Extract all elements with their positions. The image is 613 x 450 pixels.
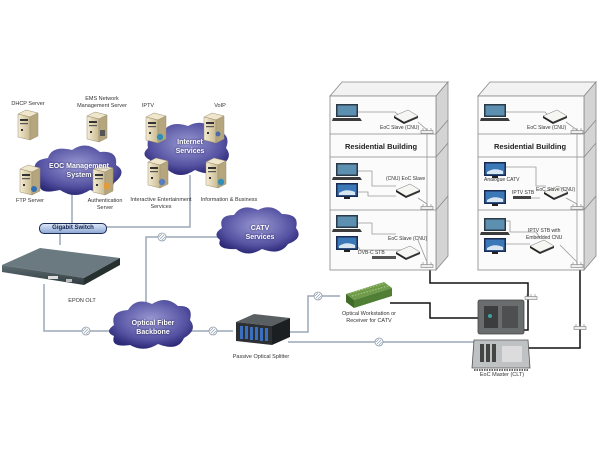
interactive-label-line2: Services xyxy=(150,204,172,210)
voip-label: VoIP xyxy=(214,103,226,109)
eoc-management-label: EOC Management System xyxy=(44,162,114,180)
ems-server-icon xyxy=(86,111,108,143)
passive-splitter-device xyxy=(236,314,290,345)
eoc-master-label: EoC Master (CLT) xyxy=(479,372,525,378)
interactive-server-icon xyxy=(147,157,169,189)
eoc-master-device xyxy=(471,299,531,371)
building2-top-slave-label: EoC Slave (CNU) xyxy=(527,125,567,131)
coax-splitter-icon xyxy=(524,293,538,300)
embedded-cnu-line1: IPTV STB with xyxy=(527,228,561,234)
fiber-connector-icon xyxy=(157,232,167,242)
iptv-label: IPTV xyxy=(141,103,155,109)
building1-title: Residential Building xyxy=(345,142,418,151)
fiber-connector-icon xyxy=(374,337,384,347)
fiber-connector-icon xyxy=(313,291,323,301)
coax-links xyxy=(390,268,581,349)
internet-label-line2: Services xyxy=(175,148,205,155)
ems-label-line1: EMS Network xyxy=(85,96,119,102)
epon-olt-device xyxy=(2,248,120,285)
dhcp-server-icon xyxy=(17,109,39,141)
optical-workstation-label: Optical Workstation or Receiver for CATV xyxy=(334,311,404,325)
catv-services-cloud xyxy=(216,207,299,254)
catv-label-line2: Services xyxy=(245,234,275,241)
building2-embedded-cnu-label: IPTV STB with Embedded CNU xyxy=(526,228,562,242)
auth-label-line1: Authentication xyxy=(87,198,123,204)
ftp-server-label: FTP Server xyxy=(15,198,44,204)
building2-analogue-catv-label: Analogue CATV xyxy=(484,177,520,183)
backbone-label-line2: Backbone xyxy=(136,329,170,336)
optical-ws-line2: Receiver for CATV xyxy=(346,318,392,324)
building2-title: Residential Building xyxy=(494,142,567,151)
dhcp-server-label: DHCP Server xyxy=(11,101,45,107)
building2-iptv-stb-label: IPTV STB xyxy=(512,190,535,196)
ftp-server-icon xyxy=(19,164,41,196)
ems-label-line2: Management Server xyxy=(77,103,127,109)
fiber-connector-icon xyxy=(81,326,91,336)
coax-splitter-icon xyxy=(573,323,587,330)
catv-label-line1: CATV xyxy=(250,225,270,232)
building1-low-slave-label: EoC Slave (CNU) xyxy=(388,236,428,242)
building1-dvbc-stb-label: DVB-C STB xyxy=(358,250,385,256)
server-badge-icons xyxy=(31,130,225,192)
optical-ws-line1: Optical Workstation or xyxy=(341,311,396,317)
optical-backbone-cloud xyxy=(109,299,193,349)
interactive-services-label: Interactive Entertainment Services xyxy=(128,197,194,211)
optical-workstation-device xyxy=(346,282,392,308)
auth-label-line2: Server xyxy=(96,205,114,211)
residential-building-2 xyxy=(477,80,597,272)
authentication-server-label: Authentication Server xyxy=(80,198,130,212)
building2-mid-slave-label: EoC Slave (CNU) xyxy=(536,187,576,193)
internet-label-line1: Internet xyxy=(177,139,203,146)
eoc-label-line2: System xyxy=(66,172,92,179)
residential-building-1 xyxy=(329,80,449,272)
catv-services-label: CATV Services xyxy=(230,224,290,242)
internet-services-label: Internet Services xyxy=(160,138,220,156)
interactive-label-line1: Interactive Entertainment xyxy=(130,197,192,203)
fiber-connector-icon xyxy=(208,326,218,336)
info-business-label: Information & Business xyxy=(200,197,258,203)
ems-server-label: EMS Network Management Server xyxy=(72,96,132,110)
epon-olt-label: EPON OLT xyxy=(68,298,96,304)
optical-backbone-label: Optical Fiber Backbone xyxy=(120,319,186,337)
building1-top-slave-label: EoC Slave (CNU) xyxy=(380,125,420,131)
gigabit-switch: Gigabit Switch xyxy=(39,223,107,234)
building1-mid-slave-label: (CNU) EoC Slave xyxy=(386,176,426,182)
embedded-cnu-line2: Embedded CNU xyxy=(526,235,563,241)
passive-splitter-label: Passive Optical Splitter xyxy=(232,354,290,360)
backbone-label-line1: Optical Fiber xyxy=(131,320,175,327)
eoc-label-line1: EOC Management xyxy=(49,163,109,170)
